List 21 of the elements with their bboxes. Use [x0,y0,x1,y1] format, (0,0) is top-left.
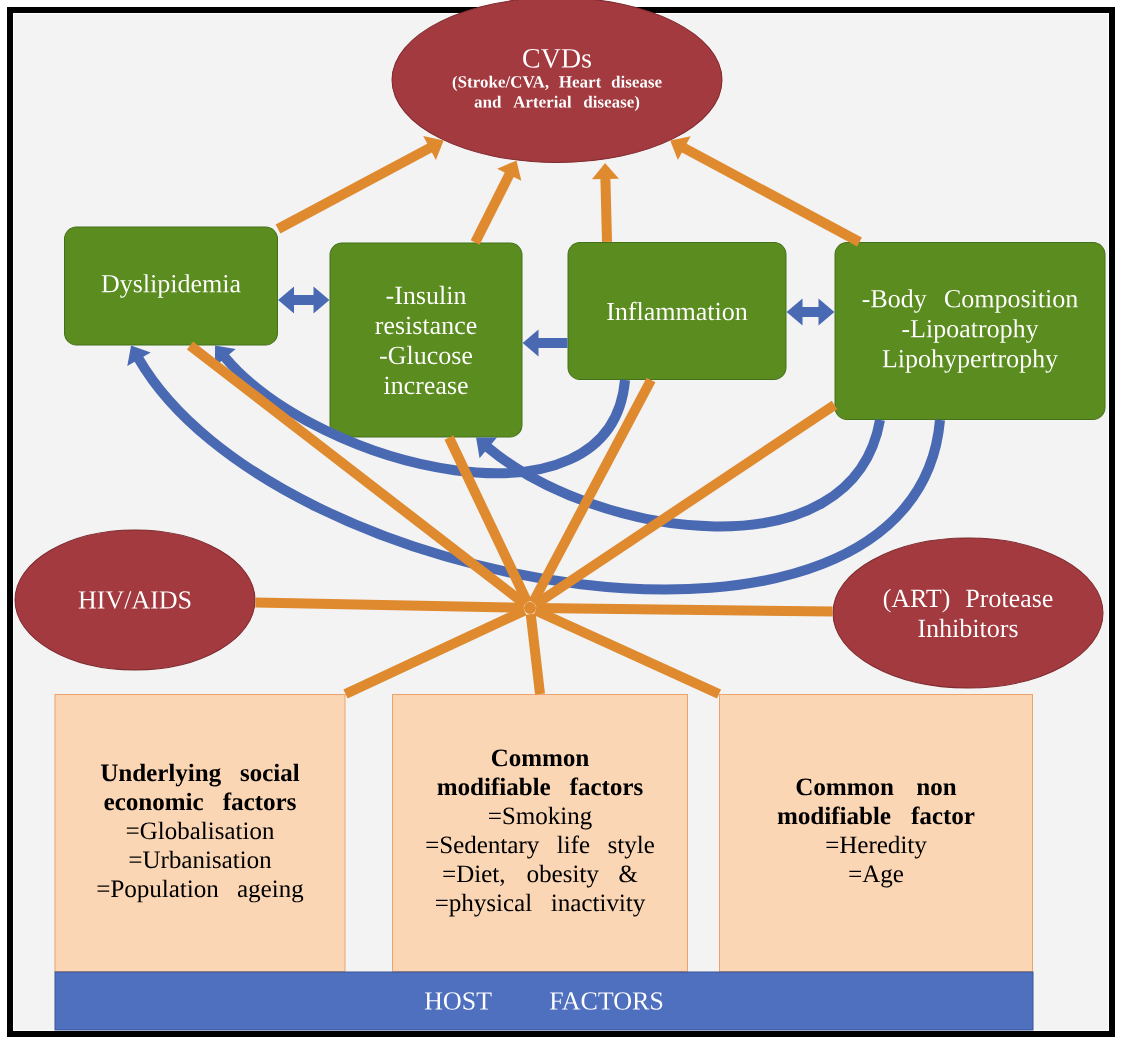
host-factors-bar: HOST FACTORS [54,971,1034,1031]
process-box: Inflammation [567,242,787,380]
connector-line [444,435,532,605]
connector-line [536,603,833,617]
factor-box: Common non modifiable factor =Heredity =Age [719,694,1033,972]
factor-box: Common modifiable factors =Smoking =Sedentary life style =Diet, obesity & =physical inactivity [392,694,688,972]
connector-line [186,341,529,609]
connector-line [525,613,545,695]
factor-box: Underlying social economic factors =Globalisation =Urbanisation =Population ageing [54,694,346,972]
ellipse-node: HIV/AIDS [14,529,256,671]
process-box: -Insulin resistance -Glucose increase [329,242,523,438]
connector-line [532,400,838,609]
connector-line [528,377,656,605]
process-box: Dyslipidemia [64,226,278,346]
arrow [214,345,630,479]
connector-line [533,606,722,699]
connector-line [343,606,527,699]
connector-line [255,597,524,613]
ellipse-node: (ART) Protease Inhibitors [832,537,1104,689]
arrow [476,418,885,532]
process-box: -Body Composition -Lipoatrophy Lipohypertrophy [834,242,1106,420]
